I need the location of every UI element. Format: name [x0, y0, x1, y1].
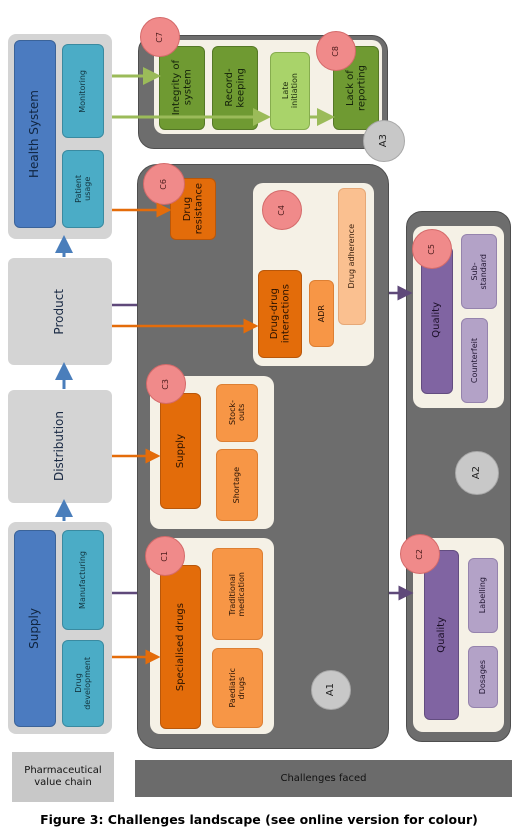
shortage-label: Shortage — [232, 466, 242, 504]
adr-box: ADR — [309, 280, 334, 347]
counterfeit-box: Counterfeit — [461, 318, 488, 403]
stock-outs-label: Stock- outs — [227, 400, 246, 426]
health-system-box: Health System — [14, 40, 56, 228]
drug-resistance-label: Drug resistance — [181, 183, 205, 235]
dosages-box: Dosages — [468, 646, 498, 708]
value-chain-footer: Pharmaceutical value chain — [12, 752, 114, 802]
stock-outs-box: Stock- outs — [216, 384, 258, 442]
quality-c2-label: Quality — [435, 617, 447, 653]
challenge-c5-id: C5 — [427, 243, 437, 255]
manufacturing-label: Manufacturing — [78, 551, 88, 609]
shortage-box: Shortage — [216, 449, 258, 521]
challenge-c5-badge: C5 — [412, 229, 452, 269]
drug-adherence-box: Drug adherence — [338, 188, 366, 325]
challenge-c8-badge: C8 — [316, 31, 356, 71]
drug-development-label: Drug development — [73, 657, 92, 710]
challenge-c7-badge: C7 — [140, 17, 180, 57]
integrity-of-system-label: Integrity of system — [170, 60, 194, 116]
monitoring-label: Monitoring — [78, 69, 88, 113]
challenge-c2-id: C2 — [415, 548, 425, 560]
paediatric-drugs-label: Paediatric drugs — [228, 668, 247, 708]
sub-standard-label: Sub- standard — [469, 253, 488, 290]
traditional-medication-label: Traditional medication — [228, 571, 247, 617]
integrity-of-system-box: Integrity of system — [159, 46, 205, 130]
record-keeping-box: Record- keeping — [212, 46, 258, 130]
health-system-label: Health System — [27, 90, 42, 178]
challenge-c3-badge: C3 — [146, 364, 186, 404]
area-a2-marker: A2 — [455, 451, 499, 495]
traditional-medication-box: Traditional medication — [212, 548, 263, 640]
patient-usage-label: Patient usage — [73, 175, 92, 203]
monitoring-box: Monitoring — [62, 44, 104, 138]
figure-caption: Figure 3: Challenges landscape (see onli… — [40, 812, 478, 827]
challenges-footer-label: Challenges faced — [280, 773, 367, 784]
challenge-c8-id: C8 — [331, 45, 341, 57]
dosages-label: Dosages — [478, 659, 488, 695]
challenge-c4-badge: C4 — [262, 190, 302, 230]
late-initiation-box: Late initiation — [270, 52, 310, 130]
labelling-box: Labelling — [468, 558, 498, 633]
drug-drug-interactions-box: Drug-drug interactions — [258, 270, 302, 358]
challenge-c4-id: C4 — [277, 204, 287, 216]
labelling-label: Labelling — [478, 577, 488, 614]
supply-box: Supply — [14, 530, 56, 727]
supply-label: Supply — [27, 608, 42, 649]
challenge-c1-id: C1 — [160, 550, 170, 562]
specialised-drugs-label: Specialised drugs — [174, 602, 186, 692]
area-a3-marker: A3 — [363, 120, 405, 162]
area-a1-label: A1 — [325, 683, 337, 697]
value-chain-footer-label: Pharmaceutical value chain — [24, 764, 102, 789]
area-a3-label: A3 — [378, 134, 390, 148]
quality-c5-box: Quality — [421, 246, 453, 394]
drug-drug-interactions-label: Drug-drug interactions — [268, 284, 292, 344]
counterfeit-label: Counterfeit — [469, 337, 479, 384]
quality-c2-box: Quality — [424, 550, 459, 720]
challenge-c6-id: C6 — [159, 178, 169, 190]
supply-challenge-label: Supply — [174, 433, 186, 469]
challenge-c2-badge: C2 — [400, 534, 440, 574]
quality-c5-label: Quality — [431, 302, 443, 338]
specialised-drugs-box: Specialised drugs — [160, 565, 201, 729]
challenges-footer: Challenges faced — [135, 760, 512, 797]
patient-usage-box: Patient usage — [62, 150, 104, 228]
manufacturing-box: Manufacturing — [62, 530, 104, 630]
drug-adherence-label: Drug adherence — [347, 224, 357, 289]
challenge-c6-badge: C6 — [143, 163, 185, 205]
record-keeping-label: Record- keeping — [223, 68, 247, 108]
area-a2-label: A2 — [471, 466, 483, 480]
adr-label: ADR — [316, 304, 326, 323]
area-a1-marker: A1 — [311, 670, 351, 710]
challenge-c3-id: C3 — [161, 378, 171, 390]
product-label: Product — [52, 288, 67, 335]
supply-challenge-box: Supply — [160, 393, 201, 509]
late-initiation-label: Late initiation — [280, 73, 299, 109]
sub-standard-box: Sub- standard — [461, 234, 497, 309]
distribution-label: Distribution — [52, 411, 67, 482]
challenge-c7-id: C7 — [155, 31, 165, 43]
paediatric-drugs-box: Paediatric drugs — [212, 648, 263, 728]
challenge-c1-badge: C1 — [145, 536, 185, 576]
product-box: Product — [8, 258, 112, 365]
distribution-box: Distribution — [8, 390, 112, 503]
drug-development-box: Drug development — [62, 640, 104, 727]
lack-of-reporting-label: Lack of reporting — [344, 64, 368, 111]
